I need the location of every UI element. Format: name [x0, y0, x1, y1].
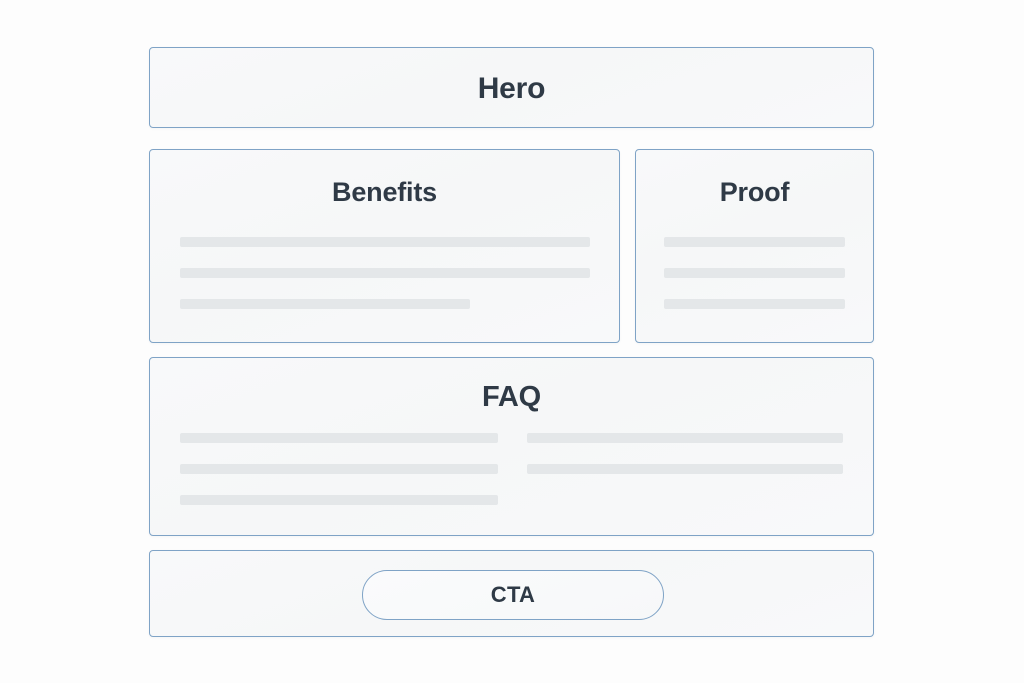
benefits-skeleton-line [180, 299, 470, 309]
faq-skeleton-line [180, 464, 498, 474]
benefits-skeleton-line [180, 237, 590, 247]
cta-button[interactable]: CTA [362, 570, 664, 620]
proof-title: Proof [719, 177, 790, 207]
faq-skeleton-line [180, 433, 498, 443]
proof-skeleton-line [664, 268, 845, 278]
faq-title: FAQ [481, 381, 541, 413]
faq-skeleton-line [527, 433, 843, 443]
section-hero[interactable]: Hero [149, 47, 874, 128]
benefits-title: Benefits [332, 177, 437, 207]
section-proof[interactable]: Proof [635, 149, 874, 343]
section-benefits[interactable]: Benefits [149, 149, 620, 343]
faq-skeleton-line [180, 495, 498, 505]
section-cta[interactable]: CTA [149, 550, 874, 637]
cta-button-label: CTA [490, 582, 536, 607]
proof-skeleton-line [664, 299, 845, 309]
section-faq[interactable]: FAQ [149, 357, 874, 536]
hero-title: Hero [477, 72, 546, 105]
benefits-skeleton-line [180, 268, 590, 278]
faq-skeleton-line [527, 464, 843, 474]
proof-skeleton-line [664, 237, 845, 247]
